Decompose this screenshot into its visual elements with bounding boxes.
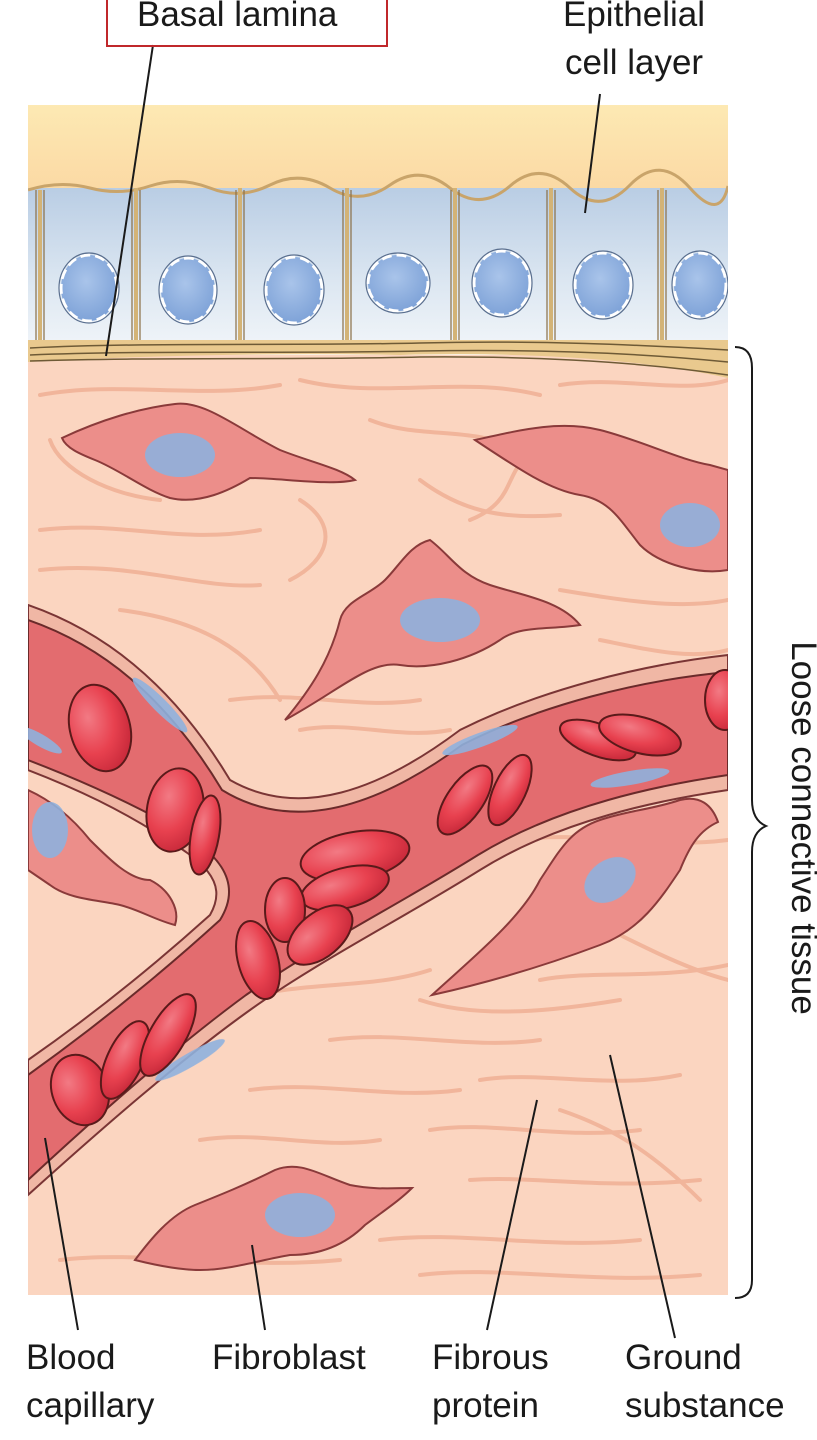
label-epithelial-cell-layer: Epithelial cell layer: [563, 0, 705, 87]
label-ground-substance: Ground substance: [625, 1334, 785, 1430]
connective-tissue-bracket: [735, 347, 766, 1298]
label-fibroblast: Fibroblast: [212, 1334, 366, 1382]
epithelial-line-1: Epithelial: [563, 0, 705, 39]
epithelial-line-2: cell layer: [563, 39, 705, 87]
label-blood-capillary: Blood capillary: [26, 1334, 154, 1430]
blood-capillary-line-1: Blood: [26, 1334, 154, 1382]
ground-substance-line-2: substance: [625, 1382, 785, 1430]
epithelial-cell-layer: [28, 170, 728, 342]
ground-substance-line-1: Ground: [625, 1334, 785, 1382]
label-loose-connective-tissue: Loose connective tissue: [783, 641, 817, 1015]
label-basal-lamina: Basal lamina: [137, 0, 337, 39]
basal-lamina-text: Basal lamina: [137, 0, 337, 39]
fibrous-protein-line-1: Fibrous: [432, 1334, 549, 1382]
blood-capillary-line-2: capillary: [26, 1382, 154, 1430]
label-fibrous-protein: Fibrous protein: [432, 1334, 549, 1430]
fibrous-protein-line-2: protein: [432, 1382, 549, 1430]
fibroblast-text: Fibroblast: [212, 1334, 366, 1382]
